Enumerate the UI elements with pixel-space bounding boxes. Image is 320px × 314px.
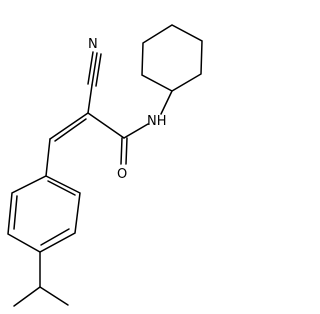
nitrile-triple-bond: [87, 51, 94, 85]
bond-nh-cyclohexyl: [160, 90, 173, 115]
nitrile-triple-bond: [95, 53, 102, 87]
nitrile-triple-bond: [91, 52, 98, 86]
carbonyl-double-bond: [125, 137, 128, 165]
cyclohexane-ring: [141, 24, 203, 92]
benzene-ring: [7, 175, 81, 253]
bond-lines: [7, 24, 203, 307]
amide-nitrogen-label: NH: [147, 114, 167, 129]
isopropyl-methyl-bond: [39, 286, 69, 306]
aromatic-inner-bond: [13, 195, 18, 230]
double-bond-c2-c3: [49, 112, 89, 140]
aromatic-inner-bond: [40, 228, 70, 246]
double-bond-c2-c3-inner: [54, 118, 87, 142]
bond-c3-ring: [45, 138, 51, 177]
isopropyl-methyl-bond: [13, 286, 41, 307]
nitrile-nitrogen-label: N: [88, 37, 98, 52]
carbonyl-oxygen-label: O: [117, 167, 127, 182]
carbonyl-double-bond: [120, 137, 123, 165]
bond-carbonyl-nh: [123, 123, 149, 139]
bond-c2-carbonyl: [87, 112, 125, 139]
chemical-structure: N NH O: [7, 24, 203, 307]
aromatic-inner-bond: [47, 180, 76, 196]
bond-c2-nitrile: [87, 84, 93, 114]
